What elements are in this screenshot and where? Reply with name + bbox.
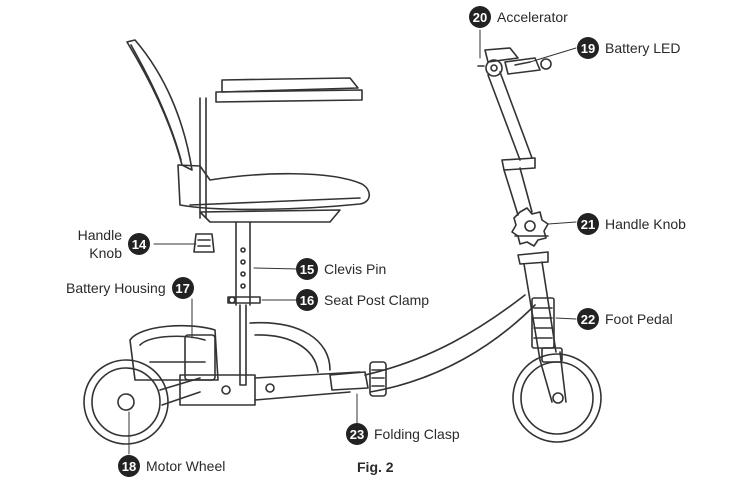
callout-14-handle-knob: Handle Knob 14 [66, 226, 150, 262]
handle-knob-21 [511, 207, 549, 247]
folding-clasp [329, 361, 387, 397]
callout-label: Foot Pedal [605, 311, 673, 327]
callout-number: 20 [469, 6, 491, 28]
callout-number: 17 [171, 277, 194, 299]
main-frame [179, 294, 536, 406]
callout-label: Battery LED [605, 40, 681, 56]
figure-caption: Fig. 2 [357, 459, 394, 475]
callout-17-battery-housing: Battery Housing 17 [66, 277, 194, 299]
callout-20-accelerator: 20 Accelerator [469, 6, 568, 28]
callout-19-battery-led: 19 Battery LED [577, 37, 680, 59]
callout-number: 15 [296, 258, 318, 280]
callout-label: Seat Post Clamp [324, 292, 430, 308]
motor-wheel [83, 359, 201, 445]
callout-22-foot-pedal: 22 Foot Pedal [577, 308, 673, 330]
callout-23-folding-clasp: 23 Folding Clasp [346, 423, 460, 445]
leader-lines [128, 29, 577, 455]
callout-label: Handle Knob [77, 227, 122, 261]
seat-post [227, 221, 261, 386]
callout-label: Folding Clasp [374, 426, 460, 442]
handle-knob-14 [193, 233, 215, 253]
front-wheel [512, 347, 602, 443]
callout-16-seat-post-clamp: 16 Seat Post Clamp [296, 289, 429, 311]
battery-housing [129, 324, 219, 381]
seat-cushion [177, 164, 371, 223]
armrest [199, 77, 363, 219]
callout-label: Accelerator [497, 9, 568, 25]
callout-number: 14 [128, 233, 150, 255]
callout-number: 22 [577, 308, 599, 330]
callout-18-motor-wheel: 18 Motor Wheel [118, 455, 225, 477]
callout-15-clevis-pin: 15 Clevis Pin [296, 258, 386, 280]
callout-number: 16 [296, 289, 318, 311]
callout-label: Handle Knob [605, 216, 686, 232]
callout-number: 23 [346, 423, 368, 445]
seat-back [126, 39, 193, 171]
callout-number: 18 [118, 455, 140, 477]
handlebar [477, 47, 552, 77]
callout-number: 19 [577, 37, 599, 59]
callout-label: Motor Wheel [146, 458, 226, 474]
callout-label: Clevis Pin [324, 261, 387, 277]
callout-label: Battery Housing [66, 280, 166, 296]
callout-21-handle-knob: 22 21 Handle Knob [577, 213, 686, 235]
callout-number: 21 [577, 213, 599, 235]
